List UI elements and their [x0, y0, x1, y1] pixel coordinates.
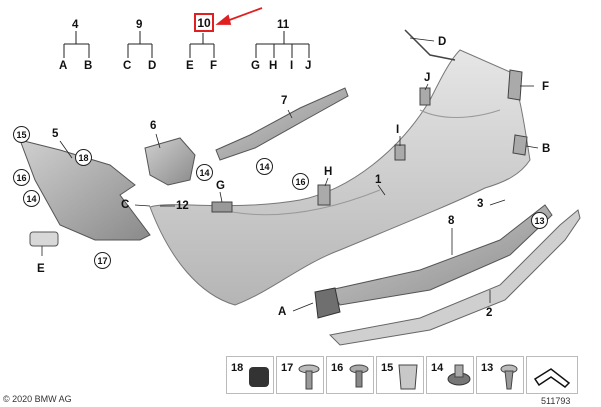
callout-7[interactable]: 7	[281, 95, 288, 107]
bolt-icon	[349, 364, 369, 388]
callout-J[interactable]: J	[424, 72, 431, 84]
bracket-B	[512, 134, 528, 156]
callout-A[interactable]: A	[278, 306, 287, 318]
legend-item-15[interactable]: 15	[376, 356, 424, 394]
callout-E[interactable]: E	[37, 263, 45, 275]
lower-diffuser	[329, 204, 553, 306]
leader-lines	[41, 37, 539, 312]
group-11-item: I	[290, 60, 294, 72]
callout-8[interactable]: 8	[448, 215, 455, 227]
screw-icon	[298, 364, 320, 390]
bracket-G	[211, 201, 233, 213]
copyright-text: © 2020 BMW AG	[3, 394, 72, 404]
highlight-arrow	[215, 7, 263, 25]
bracket-I	[394, 144, 406, 161]
callout-16[interactable]: 16	[13, 169, 30, 186]
group-4-right: B	[84, 60, 93, 72]
callout-17[interactable]: 17	[94, 252, 111, 269]
reflector-E	[29, 231, 59, 247]
group-11-item: J	[305, 60, 312, 72]
lower-trim-strip	[328, 209, 581, 346]
legend-item-13[interactable]: 13	[476, 356, 524, 394]
callout-D[interactable]: D	[438, 36, 447, 48]
legend-item-17[interactable]: 17	[276, 356, 324, 394]
group-tree-lines	[63, 31, 310, 58]
group-10-number-highlighted[interactable]: 10	[194, 13, 214, 32]
bracket-J	[419, 87, 431, 106]
legend-number: 13	[481, 362, 494, 374]
rubber-buffer-icon	[249, 367, 269, 387]
callout-3[interactable]: 3	[477, 198, 484, 210]
callout-C[interactable]: C	[121, 199, 130, 211]
clip-nut-icon	[398, 364, 418, 390]
legend-item-other[interactable]	[526, 356, 578, 394]
callout-16[interactable]: 16	[292, 173, 309, 190]
group-9-right: D	[148, 60, 157, 72]
callout-1[interactable]: 1	[375, 174, 382, 186]
legend-item-16[interactable]: 16	[326, 356, 374, 394]
legend-number: 17	[281, 362, 294, 374]
group-4-left: A	[59, 60, 68, 72]
group-9-number: 9	[136, 19, 143, 31]
expanding-rivet-icon	[500, 364, 518, 390]
callout-2[interactable]: 2	[486, 307, 493, 319]
upper-trim-strip	[215, 87, 349, 161]
trim-strip-icon	[533, 368, 571, 388]
tow-cover-A	[314, 287, 341, 319]
callout-13[interactable]: 13	[531, 212, 548, 229]
legend-number: 16	[331, 362, 344, 374]
bracket-H	[317, 184, 331, 206]
callout-I[interactable]: I	[396, 124, 400, 136]
group-10-left: E	[186, 60, 194, 72]
group-11-item: G	[251, 60, 260, 72]
callout-14[interactable]: 14	[23, 190, 40, 207]
side-bracket-left	[19, 139, 151, 241]
callout-12[interactable]: 12	[176, 200, 189, 212]
legend-number: 15	[381, 362, 394, 374]
legend-item-14[interactable]: 14	[426, 356, 474, 394]
callout-6[interactable]: 6	[150, 120, 157, 132]
callout-14[interactable]: 14	[256, 158, 273, 175]
seal-D	[404, 29, 456, 61]
group-11-number: 11	[277, 19, 290, 31]
group-10-right: F	[210, 60, 218, 72]
legend-item-18[interactable]: 18	[226, 356, 274, 394]
callout-H[interactable]: H	[324, 166, 333, 178]
callout-14[interactable]: 14	[196, 164, 213, 181]
callout-18[interactable]: 18	[75, 149, 92, 166]
bracket-F	[507, 69, 523, 101]
group-11-item: H	[269, 60, 278, 72]
legend-number: 18	[231, 362, 244, 374]
bracket-6	[144, 137, 196, 186]
callout-5[interactable]: 5	[52, 128, 59, 140]
legend-number: 14	[431, 362, 444, 374]
callout-F[interactable]: F	[542, 81, 550, 93]
nut-icon	[447, 364, 471, 386]
group-9-left: C	[123, 60, 132, 72]
document-number: 511793	[541, 396, 571, 406]
callout-B[interactable]: B	[542, 143, 551, 155]
callout-15[interactable]: 15	[13, 126, 30, 143]
callout-G[interactable]: G	[216, 180, 225, 192]
group-4-number: 4	[72, 19, 79, 31]
